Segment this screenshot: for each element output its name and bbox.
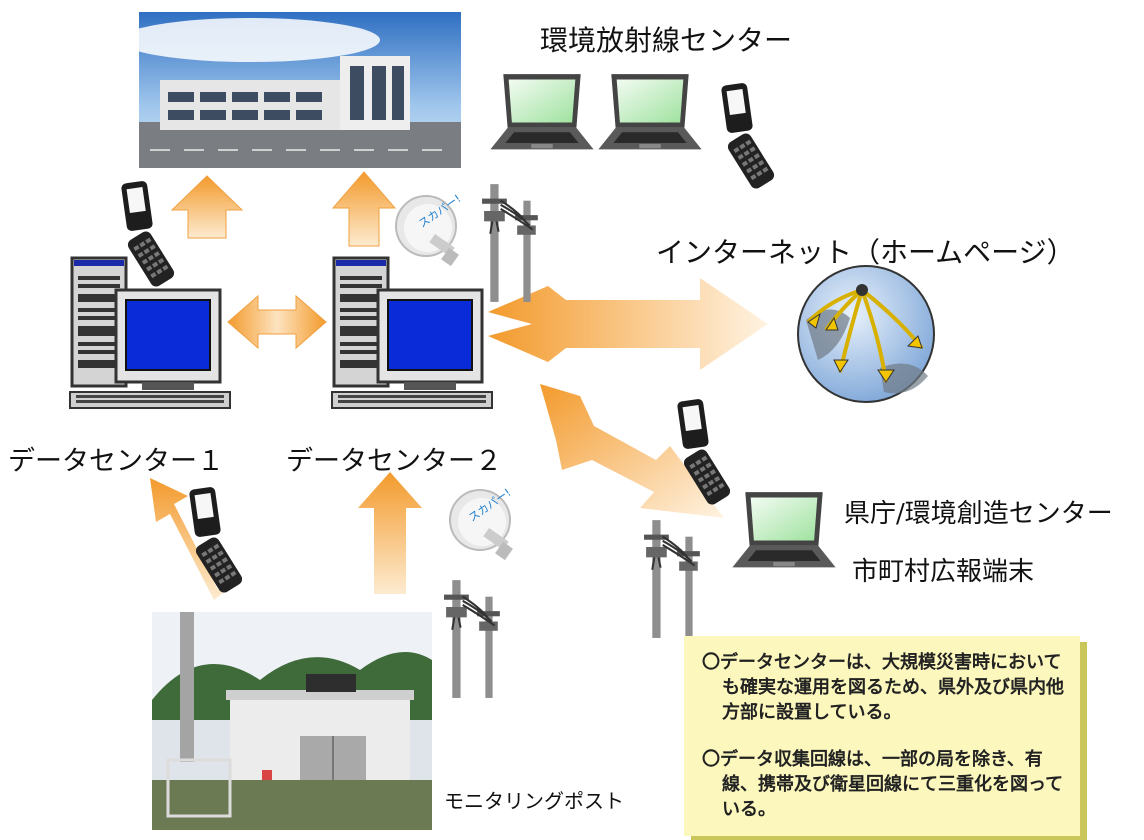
- prefecture-office-label: 県庁/環境創造センター: [844, 499, 1113, 529]
- arrow-post-to-dc1: [150, 478, 234, 600]
- arrow-dc2-to-prefecture: [540, 384, 724, 518]
- utility-pole-icon: [642, 519, 701, 640]
- mobile-phone-icon: [720, 82, 777, 191]
- arrow-post-to-dc2: [358, 472, 422, 594]
- arrow-dc1-dc2-bidirectional: [227, 294, 327, 350]
- satellite-dish-icon: スカパー!: [395, 192, 463, 268]
- info-note-box: 〇データセンターは、大規模災害時においても確実な運用を図るため、県外及び県内他方…: [684, 636, 1080, 836]
- datacenter2-label: データセンター２: [286, 446, 502, 477]
- arrow-dc2-up-to-center: [331, 171, 397, 247]
- utility-pole-icon: [480, 183, 539, 304]
- municipal-terminal-label: 市町村広報端末: [852, 557, 1034, 587]
- center-building-photo: [120, 12, 461, 168]
- arrow-dc2-to-internet: [488, 278, 768, 370]
- laptop-icon: [598, 74, 702, 150]
- internet-label: インターネット（ホームページ）: [656, 236, 1075, 269]
- mobile-phone-icon: [120, 180, 177, 289]
- note-datacenter: 〇データセンターは、大規模災害時においても確実な運用を図るため、県外及び県内他方…: [702, 652, 1064, 723]
- laptop-icon: [732, 492, 836, 568]
- laptop-icon: [490, 74, 594, 150]
- internet-globe-icon: [797, 265, 935, 403]
- arrow-dc1-up-to-center: [170, 175, 244, 239]
- monitoring-post-label: モニタリングポスト: [444, 789, 624, 813]
- monitoring-post-photo: [152, 612, 432, 830]
- datacenter2-computer-icon: [330, 256, 494, 410]
- mobile-phone-icon: [188, 486, 245, 595]
- datacenter1-label: データセンター１: [8, 446, 224, 477]
- satellite-dish-icon: スカパー!: [449, 486, 514, 562]
- note-collection-lines: 〇データ収集回線は、一部の局を除き、有線、携帯及び衛星回線にて三重化を図っている…: [702, 749, 1064, 820]
- utility-pole-icon: [442, 579, 501, 700]
- center-label: 環境放射線センター: [540, 24, 792, 57]
